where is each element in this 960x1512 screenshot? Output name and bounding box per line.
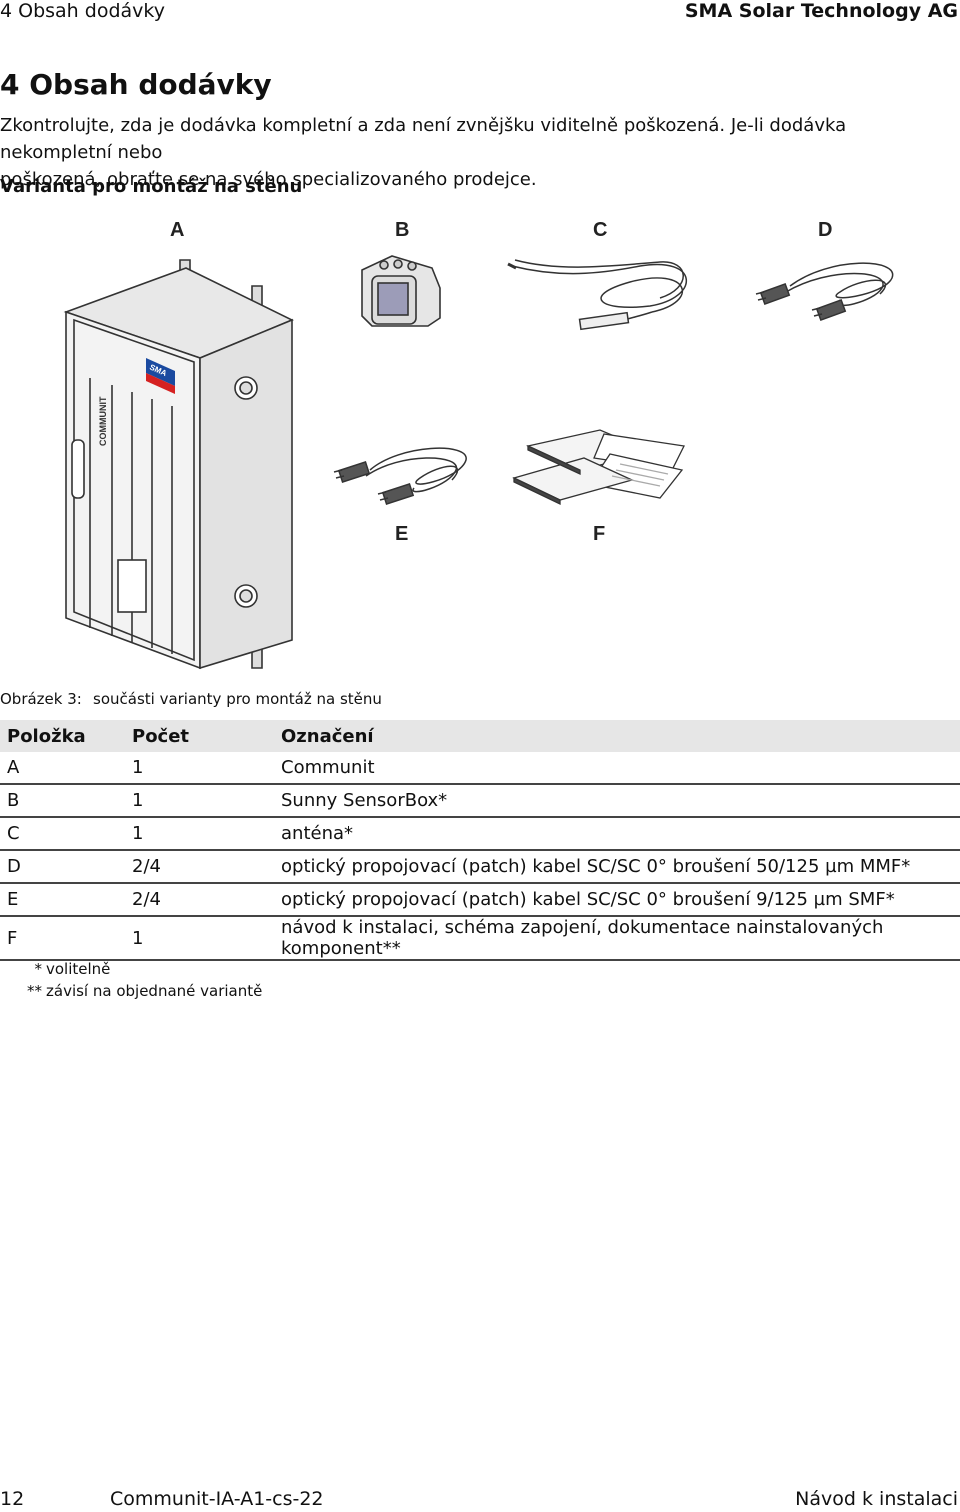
cell-designation: Sunny SensorBox* [274,784,960,818]
figure-label-b: B [395,219,409,241]
cell-quantity: 1 [125,784,274,818]
delivery-items-table: Položka Počet Označení A 1 Communit B 1 … [0,720,960,961]
table-row: A 1 Communit [0,752,960,785]
table-row: F 1 návod k instalaci, schéma zapojení, … [0,916,960,961]
cell-item: F [0,916,125,961]
cell-designation: návod k instalaci, schéma zapojení, doku… [274,916,960,961]
cell-quantity: 1 [125,752,274,785]
table-row: E 2/4 optický propojovací (patch) kabel … [0,883,960,917]
cell-designation: optický propojovací (patch) kabel SC/SC … [274,850,960,884]
document-id: Communit-IA-A1-cs-22 [110,1488,324,1510]
footnote: **závisí na objednané variantě [20,980,262,1002]
intro-line-1: Zkontrolujte, zda je dodávka kompletní a… [0,115,847,163]
figure-label-a: A [170,219,184,241]
cell-item: E [0,883,125,917]
chapter-title: 4 Obsah dodávky [0,68,272,101]
footnote-text: závisí na objednané variantě [46,982,263,1000]
cell-item: B [0,784,125,818]
footnote-mark: ** [27,982,42,1000]
cell-quantity: 1 [125,916,274,961]
intro-paragraph: Zkontrolujte, zda je dodávka kompletní a… [0,112,940,193]
running-header-company: SMA Solar Technology AG [684,0,958,22]
antenna [507,259,688,331]
footnote: *volitelně [20,958,262,980]
table-row: C 1 anténa* [0,817,960,851]
figure-label-c: C [593,219,607,241]
figure-caption: Obrázek 3: součásti varianty pro montáž n… [0,690,382,708]
cell-designation: optický propojovací (patch) kabel SC/SC … [274,883,960,917]
document-type: Návod k instalaci [795,1488,958,1510]
cabinet-brand-text: COMMUNIT [98,396,108,446]
sensorbox [361,255,441,327]
column-header-designation: Označení [274,720,960,752]
footnote-mark: * [34,960,43,978]
footnotes: *volitelně **závisí na objednané variant… [20,958,262,1002]
cell-item: A [0,752,125,785]
table-header-row: Položka Počet Označení [0,720,960,752]
cell-designation: Communit [274,752,960,785]
patch-cable-mmf [755,262,894,322]
communit-cabinet [63,259,294,670]
cell-designation: anténa* [274,817,960,851]
patch-cable-smf [333,447,467,505]
page-number: 12 [0,1488,25,1510]
intro-line-2: poškozená, obraťte se na svého specializ… [0,169,537,190]
column-header-item: Položka [0,720,125,752]
column-header-quantity: Počet [125,720,274,752]
footnote-text: volitelně [46,960,111,978]
running-header-chapter: 4 Obsah dodávky [0,0,165,22]
figure-caption-label: Obrázek 3: [0,690,82,708]
figure-label-e: E [395,523,408,545]
documentation-set [512,429,685,506]
table-row: D 2/4 optický propojovací (patch) kabel … [0,850,960,884]
figure-label-d: D [818,219,832,241]
cell-item: C [0,817,125,851]
figure-caption-text: součásti varianty pro montáž na stěnu [93,690,382,708]
figure-label-f: F [593,523,605,545]
section-title: Varianta pro montáž na stěnu [0,176,303,197]
cell-quantity: 2/4 [125,850,274,884]
cell-quantity: 2/4 [125,883,274,917]
table-row: B 1 Sunny SensorBox* [0,784,960,818]
cell-item: D [0,850,125,884]
cell-quantity: 1 [125,817,274,851]
delivery-contents-illustration: A B C D E F SMA COMMUNIT [63,219,894,670]
